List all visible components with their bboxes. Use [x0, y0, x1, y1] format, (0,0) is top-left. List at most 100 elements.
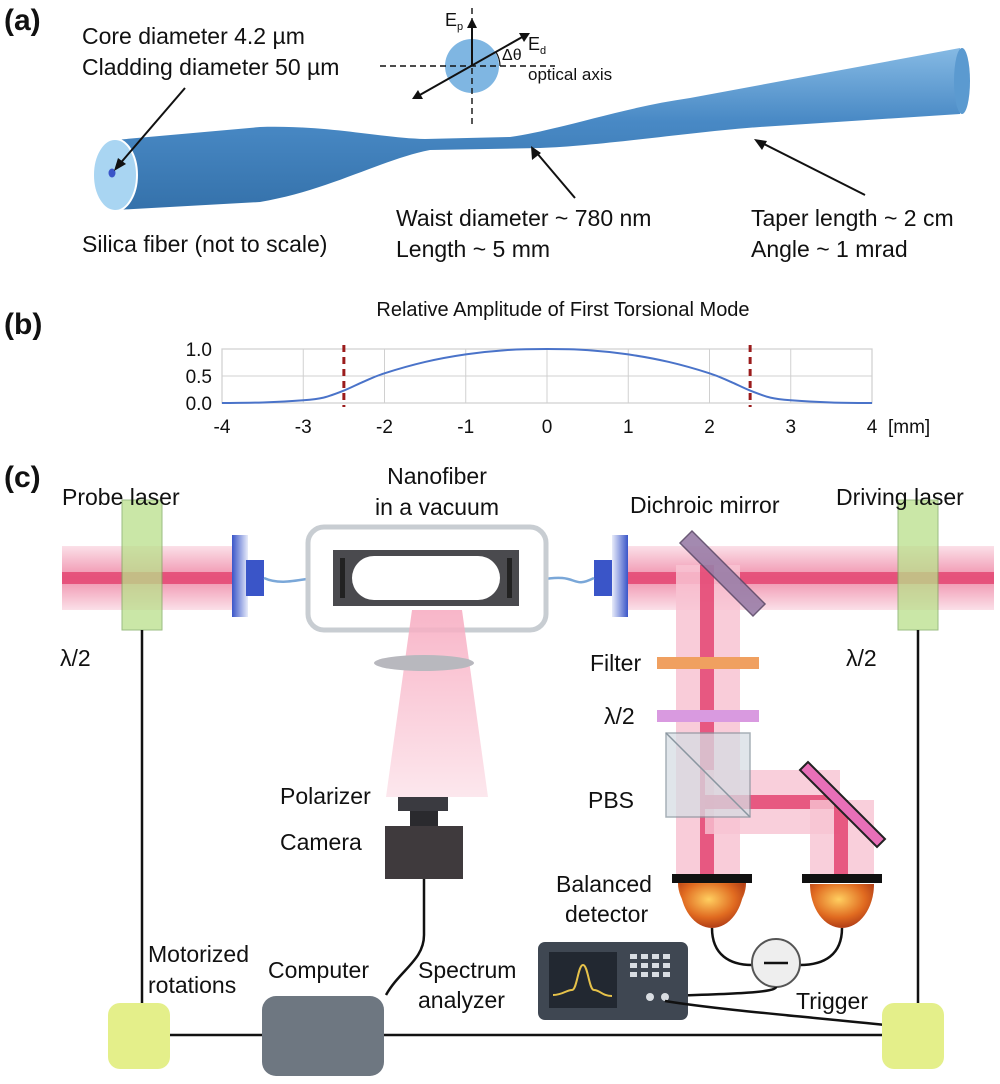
camera-label: Camera [280, 829, 362, 855]
y-tick-label: 0.0 [186, 394, 212, 415]
holder-clamp-left [340, 558, 345, 598]
trigger-label: Trigger [796, 988, 868, 1014]
detector-right-bar [802, 874, 882, 883]
detector-right-dome [810, 884, 874, 928]
balanced-label-2: detector [565, 901, 648, 927]
pbs-label: PBS [588, 787, 634, 813]
ep-arrow-head [467, 18, 477, 28]
motor-left [108, 1003, 170, 1069]
right-fiber-mount [612, 535, 628, 617]
ed-arrow-tail-head [412, 90, 423, 99]
y-tick-label: 1.0 [186, 340, 212, 361]
holder-clamp-right [507, 558, 512, 598]
filter-label: Filter [590, 650, 641, 676]
left-fiber-mount [232, 535, 248, 617]
x-tick-label: 3 [785, 417, 796, 438]
spectrum-label-2: analyzer [418, 987, 505, 1013]
nanofiber-label-2: in a vacuum [375, 494, 499, 520]
camera-neck [410, 811, 438, 827]
silica-fiber-label: Silica fiber (not to scale) [82, 231, 327, 257]
probe-waveplate [121, 499, 163, 631]
balanced-label-1: Balanced [556, 871, 652, 897]
motorized-label-2: rotations [148, 972, 236, 998]
waist-pointer-head [531, 146, 541, 160]
mode-amplitude-line [221, 347, 873, 404]
trigger-wire [664, 999, 886, 1027]
analyzer-keypad [630, 954, 670, 977]
filter [657, 657, 759, 669]
polarizer [398, 797, 448, 811]
taper-pointer-arrow [759, 141, 866, 196]
x-tick-label: -3 [295, 417, 312, 438]
spectrum-label-1: Spectrum [418, 957, 516, 983]
x-tick-label: 0 [542, 417, 553, 438]
detector-left-bar [672, 874, 752, 883]
taper-pointer-head [754, 139, 767, 150]
x-tick-label: -4 [214, 417, 231, 438]
dtheta-label: Δθ [502, 47, 522, 64]
taper-length-label: Taper length ~ 2 cm [751, 205, 954, 231]
detector-wire-left [710, 927, 753, 967]
optical-axis-label: optical axis [528, 65, 612, 84]
probe-laser-label: Probe laser [62, 484, 180, 510]
detector-left-dome [680, 884, 744, 928]
tapered-fiber [115, 48, 960, 210]
analyzer-trace [552, 963, 613, 997]
taper-angle-label: Angle ~ 1 mrad [751, 236, 908, 262]
computer-label: Computer [268, 957, 369, 983]
waist-pointer-arrow [535, 151, 576, 199]
camera-to-computer-wire [384, 879, 426, 996]
lambda-half-left: λ/2 [60, 645, 91, 671]
chart-title: Relative Amplitude of First Torsional Mo… [376, 299, 749, 321]
panel-label-b: (b) [4, 308, 42, 341]
ep-label: Ep [445, 10, 463, 33]
scatter-light-cone [386, 610, 488, 797]
analyzer-port-1 [646, 993, 654, 1001]
x-tick-label: 4 [867, 417, 878, 438]
x-tick-label: -1 [457, 417, 474, 438]
ed-arrow [417, 35, 525, 97]
fold-mirror [798, 760, 887, 849]
right-fiber-coupler [594, 560, 612, 596]
lambda-half-right: λ/2 [846, 645, 877, 671]
driving-waveplate [897, 499, 939, 631]
analyzer-screen [549, 952, 617, 1008]
x-tick-label: -2 [376, 417, 393, 438]
torsional-mode-chart: -4 -3 -2 -1 0 1 2 3 4 0.0 0.5 1.0 [mm] [186, 340, 931, 438]
ed-arrow-head [519, 33, 530, 42]
core-diameter-label: Core diameter 4.2 µm [82, 23, 305, 49]
dichroic-label: Dichroic mirror [630, 492, 780, 518]
x-tick-label: 2 [704, 417, 715, 438]
y-tick-label: 0.5 [186, 367, 212, 388]
left-fiber-coupler [246, 560, 264, 596]
mirror-down-beam [834, 800, 848, 875]
x-tick-label: 1 [623, 417, 634, 438]
analyzer-port-2 [661, 993, 669, 1001]
motor-right [882, 1003, 944, 1069]
polarizer-label: Polarizer [280, 783, 371, 809]
fiber-core [108, 168, 116, 178]
panel-label-a: (a) [4, 4, 41, 37]
nanofiber-label-1: Nanofiber [387, 463, 487, 489]
panel-label-c: (c) [4, 461, 41, 494]
cladding-diameter-label: Cladding diameter 50 µm [82, 54, 339, 80]
waist-length-label: Length ~ 5 mm [396, 236, 550, 262]
driving-laser-label: Driving laser [836, 484, 964, 510]
x-axis-label: [mm] [888, 417, 930, 438]
imaging-lens [374, 655, 474, 671]
computer [262, 996, 384, 1076]
pbs-diagonal [665, 732, 751, 818]
lambda-half-mid: λ/2 [604, 703, 635, 729]
lambda-half-plate [657, 710, 759, 722]
camera-body [385, 826, 463, 879]
detector-wire-right [799, 927, 844, 967]
motorized-label-1: Motorized [148, 941, 249, 967]
waist-diameter-label: Waist diameter ~ 780 nm [396, 205, 651, 231]
fiber-end-face [954, 48, 970, 114]
dtheta-arc [495, 51, 501, 67]
core-pointer-arrow [117, 87, 186, 167]
ed-label: Ed [528, 34, 546, 57]
core-pointer-head [114, 158, 126, 171]
holder-window [352, 556, 500, 600]
